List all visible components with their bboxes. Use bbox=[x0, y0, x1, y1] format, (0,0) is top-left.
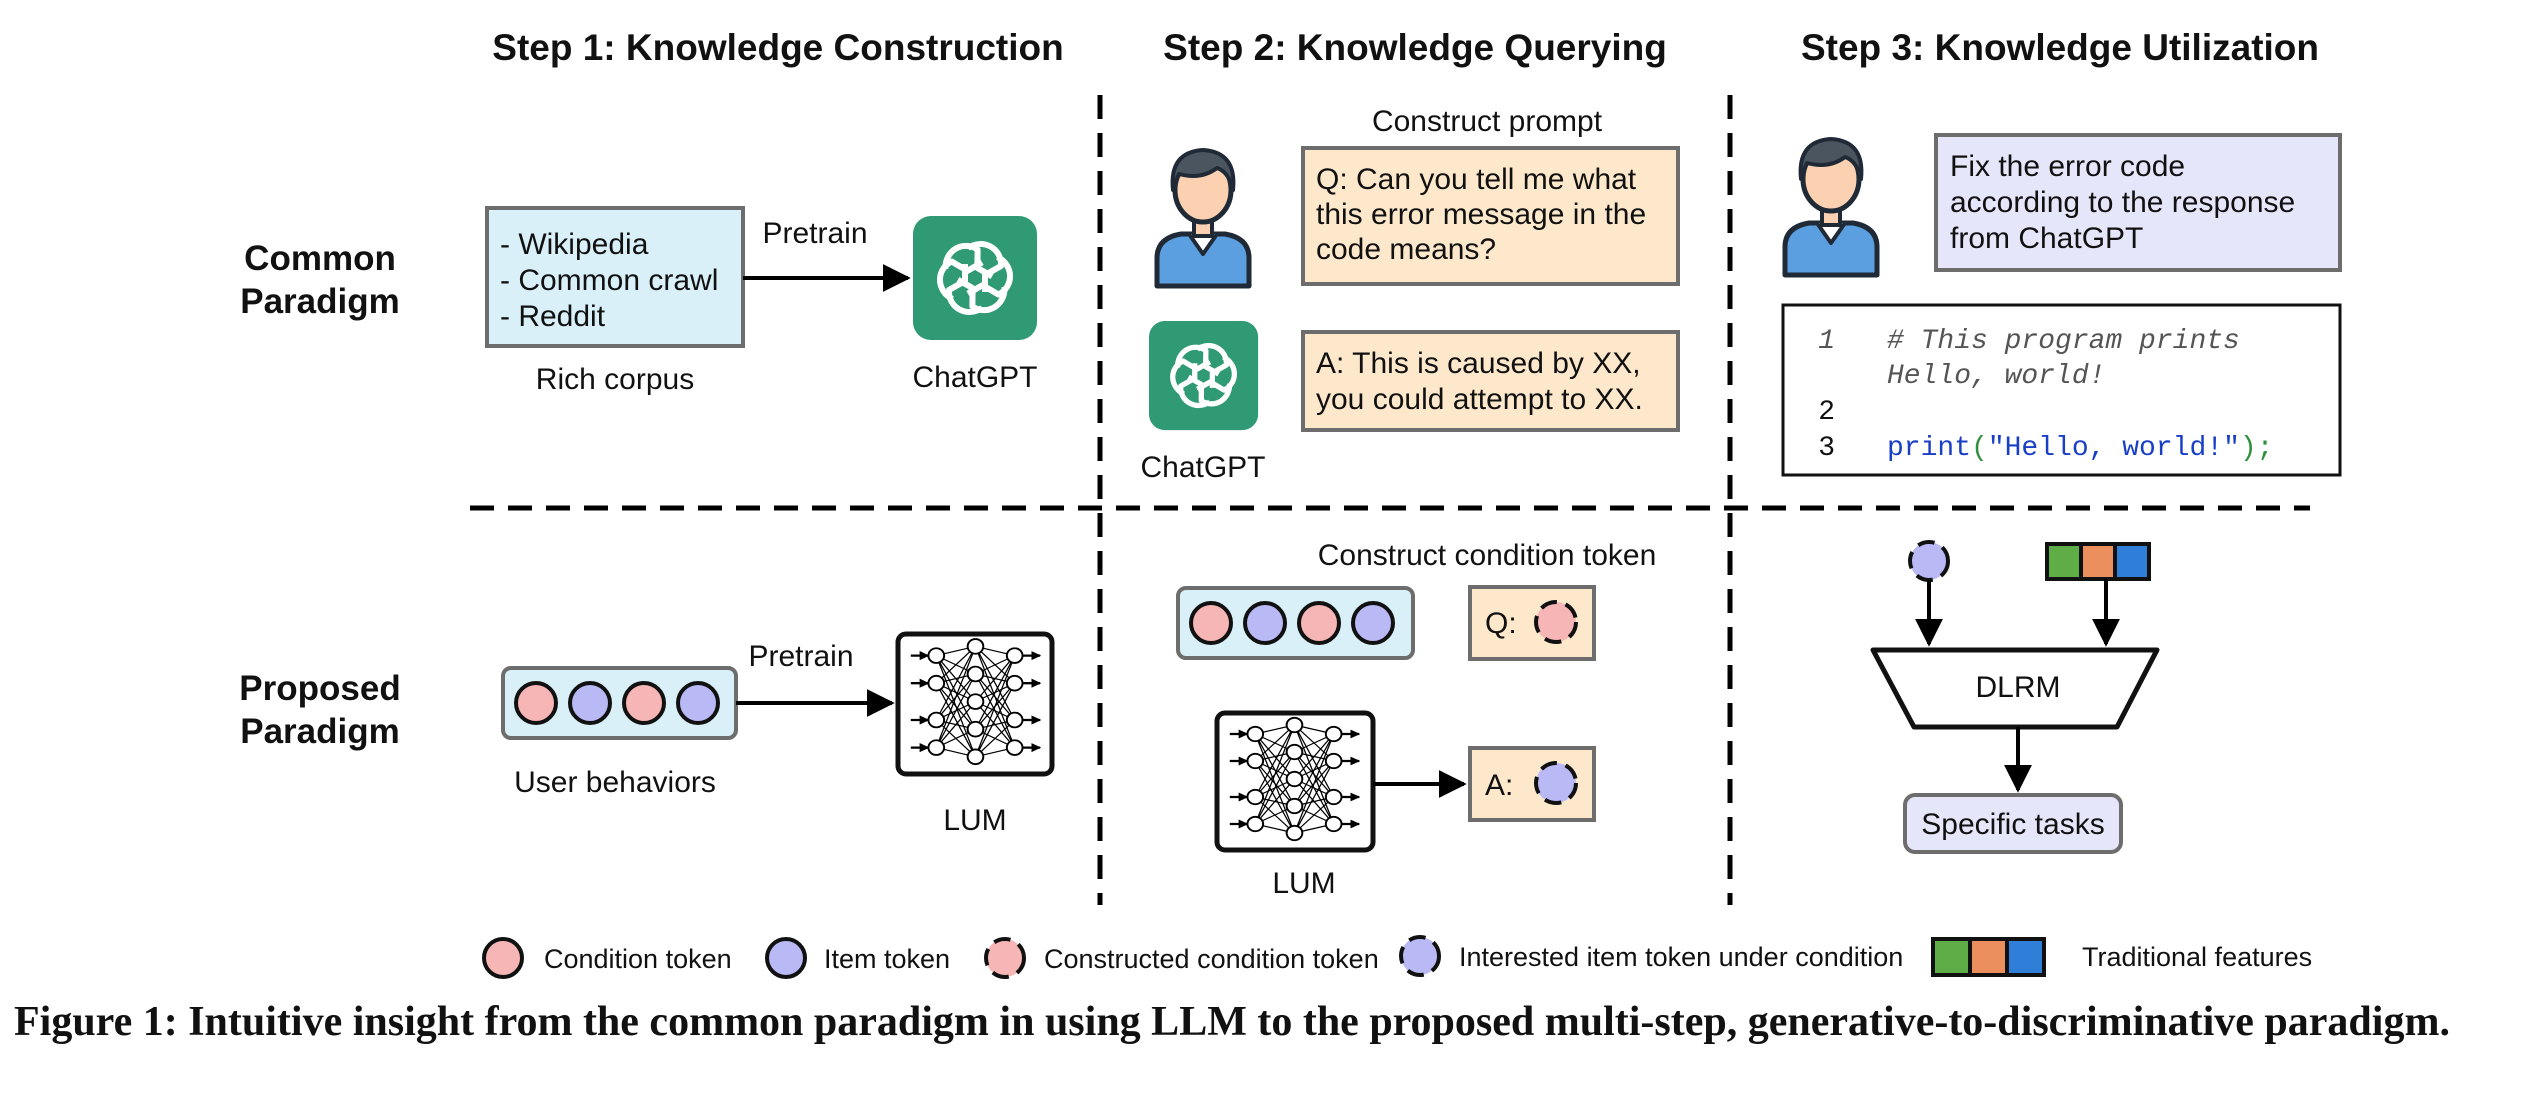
question-line1: Q: Can you tell me what bbox=[1316, 163, 1637, 196]
feature-orange bbox=[2079, 542, 2117, 581]
legend-traditional-label: Traditional features bbox=[2082, 942, 2312, 972]
condition-token bbox=[514, 681, 558, 725]
construct-condition-label: Construct condition token bbox=[1318, 539, 1657, 572]
legend-feature-green bbox=[1931, 937, 1972, 977]
q-token-label: Q: bbox=[1485, 607, 1517, 640]
step2-header: Step 2: Knowledge Querying bbox=[1163, 27, 1667, 68]
lum-label-step2: LUM bbox=[1272, 867, 1335, 900]
feature-blue bbox=[2113, 542, 2151, 581]
chatgpt-logo-icon-step2 bbox=[1149, 321, 1258, 430]
legend-constructed-token bbox=[984, 937, 1026, 979]
item-token bbox=[1243, 601, 1287, 645]
code-comment-line1: # This program prints bbox=[1887, 326, 2240, 357]
chatgpt-label-step1: ChatGPT bbox=[912, 361, 1037, 394]
question-box bbox=[1301, 146, 1680, 286]
row-label-proposed-line1: Proposed bbox=[239, 669, 400, 708]
legend-feature-blue bbox=[2005, 937, 2046, 977]
code-box bbox=[1781, 303, 2342, 477]
user-icon-step3 bbox=[1785, 139, 1877, 275]
item-token bbox=[676, 681, 720, 725]
answer-line1: A: This is caused by XX, bbox=[1316, 347, 1641, 380]
chatgpt-logo-icon bbox=[913, 216, 1037, 340]
step3-header: Step 3: Knowledge Utilization bbox=[1801, 27, 2319, 68]
feature-green bbox=[2045, 542, 2083, 581]
question-line2: this error message in the bbox=[1316, 198, 1646, 231]
pretrain-label-common: Pretrain bbox=[762, 217, 867, 250]
legend-condition-token bbox=[482, 937, 524, 979]
code-open-paren: ( bbox=[1971, 433, 1988, 464]
item-token bbox=[568, 681, 612, 725]
code-line-number-2: 2 bbox=[1818, 397, 1835, 428]
answer-line2: you could attempt to XX. bbox=[1316, 383, 1643, 416]
legend-condition-label: Condition token bbox=[544, 944, 732, 974]
row-label-common-line2: Paradigm bbox=[240, 282, 400, 321]
legend-constructed-label: Constructed condition token bbox=[1044, 944, 1379, 974]
corpus-item-common-crawl: - Common crawl bbox=[500, 264, 718, 297]
instruction-line2: according to the response bbox=[1950, 186, 2295, 219]
code-print-fn: print bbox=[1887, 433, 1971, 464]
construct-prompt-label: Construct prompt bbox=[1372, 105, 1603, 138]
pretrain-label-proposed: Pretrain bbox=[748, 640, 853, 673]
code-string: "Hello, world!" bbox=[1988, 433, 2240, 464]
legend-feature-orange bbox=[1968, 937, 2009, 977]
legend-interested-label: Interested item token under condition bbox=[1459, 942, 1903, 972]
user-icon-step2 bbox=[1157, 150, 1249, 286]
code-line-number-1: 1 bbox=[1818, 326, 1835, 357]
figure-caption: Figure 1: Intuitive insight from the com… bbox=[14, 999, 2450, 1045]
lum-label-step1: LUM bbox=[943, 804, 1006, 837]
dlrm-label: DLRM bbox=[1975, 671, 2060, 704]
corpus-item-wikipedia: - Wikipedia bbox=[500, 228, 649, 261]
constructed-condition-token bbox=[1534, 600, 1578, 644]
condition-token bbox=[622, 681, 666, 725]
row-label-common-line1: Common bbox=[244, 239, 396, 278]
interested-item-token-input bbox=[1908, 540, 1950, 582]
legend-interested-token bbox=[1399, 935, 1441, 977]
code-line-number-3: 3 bbox=[1818, 433, 1835, 464]
specific-tasks-box bbox=[1903, 793, 2123, 854]
code-comment-line2: Hello, world! bbox=[1887, 361, 2105, 392]
user-behaviors-label: User behaviors bbox=[514, 766, 716, 799]
dlrm-trapezoid bbox=[1870, 647, 2160, 730]
item-token bbox=[1351, 601, 1395, 645]
condition-token bbox=[1189, 601, 1233, 645]
figure-canvas: Step 1: Knowledge Construction Step 2: K… bbox=[239, 27, 2342, 979]
corpus-item-reddit: - Reddit bbox=[500, 300, 606, 333]
chatgpt-label-step2: ChatGPT bbox=[1140, 451, 1265, 484]
condition-token bbox=[1297, 601, 1341, 645]
instruction-line3: from ChatGPT bbox=[1950, 222, 2143, 255]
a-token-label: A: bbox=[1485, 769, 1513, 802]
specific-tasks-label: Specific tasks bbox=[1921, 808, 2104, 841]
question-line3: code means? bbox=[1316, 233, 1496, 266]
step1-header: Step 1: Knowledge Construction bbox=[492, 27, 1063, 68]
instruction-line1: Fix the error code bbox=[1950, 150, 2185, 183]
svg-text:print("Hello, world!");: print("Hello, world!"); bbox=[1887, 433, 2273, 464]
row-label-proposed-line2: Paradigm bbox=[240, 712, 400, 751]
interested-item-token bbox=[1534, 761, 1578, 805]
answer-box bbox=[1301, 330, 1680, 432]
rich-corpus-label: Rich corpus bbox=[536, 363, 694, 396]
legend-item-label: Item token bbox=[824, 944, 950, 974]
query-behaviors-box bbox=[1176, 586, 1415, 660]
code-close-paren: ); bbox=[2240, 433, 2274, 464]
instruction-box bbox=[1934, 133, 2342, 272]
legend-item-token bbox=[765, 937, 807, 979]
